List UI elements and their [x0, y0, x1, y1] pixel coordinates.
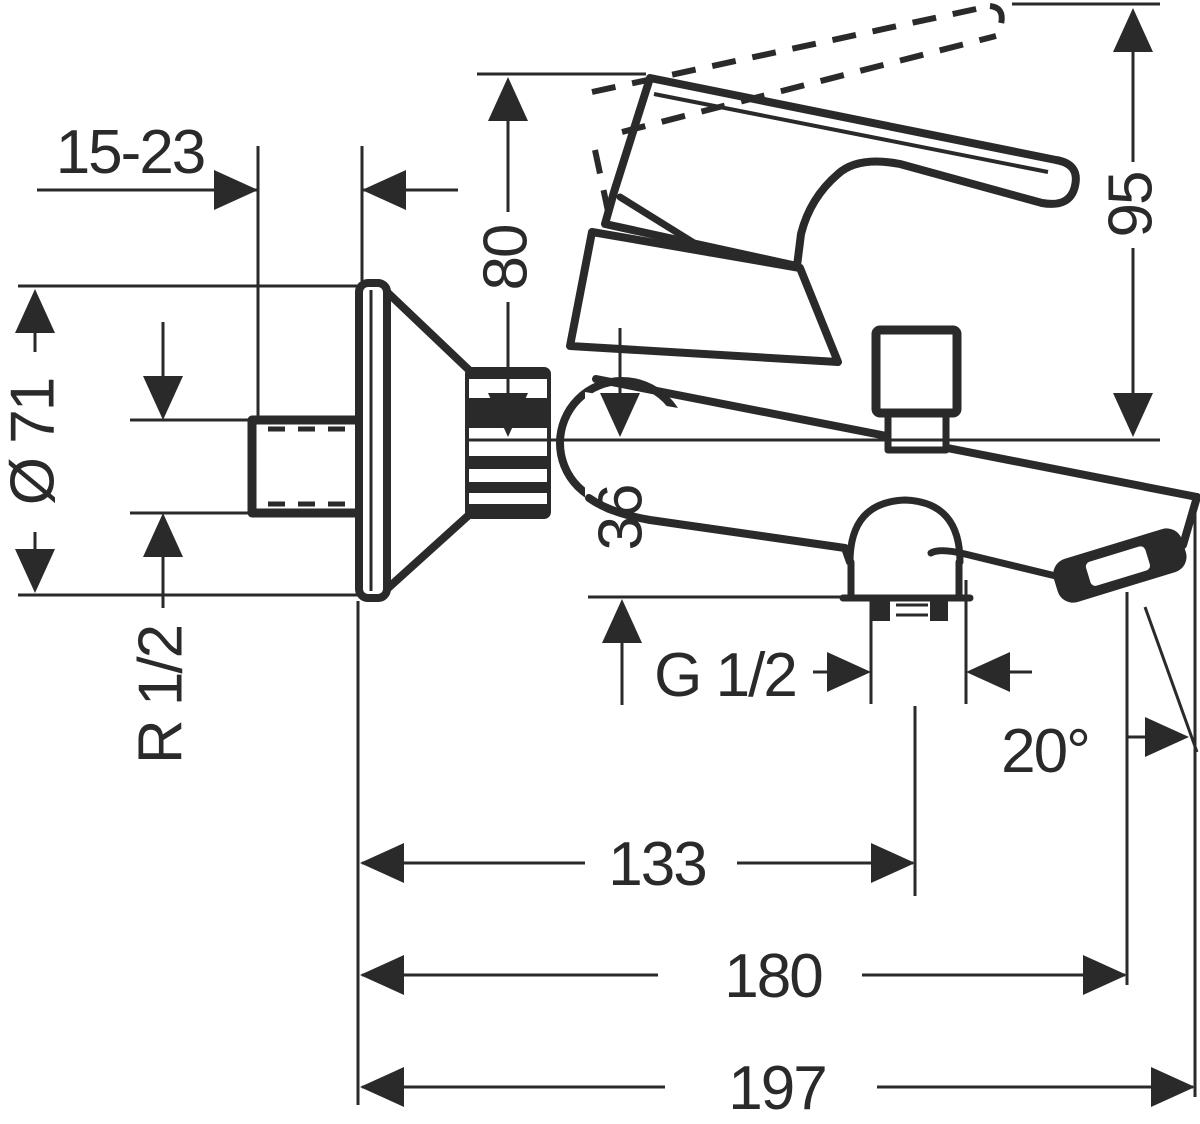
dim-line: [18, 284, 358, 597]
arrow-up: [488, 77, 528, 121]
diverter-knob-neck: [884, 409, 950, 454]
dim-label: 15-23: [56, 118, 205, 187]
dim-label: 133: [608, 830, 705, 899]
dim-outlet-thread: G 1/2: [654, 580, 1032, 710]
dim-inlet-thread: R 1/2: [127, 322, 252, 764]
faucet-outline: [247, 3, 1200, 621]
dim-handle-height: 80: [472, 72, 646, 437]
dim-lever-raised-height: 95: [1012, 2, 1166, 437]
aerator-slot: [1085, 546, 1150, 586]
diverter-knob: [871, 325, 962, 454]
handle-outline: [601, 74, 1080, 270]
arrow-left: [966, 652, 1010, 692]
cartridge-housing: [566, 228, 842, 366]
handle: [601, 74, 1080, 270]
dim-line: [588, 328, 845, 705]
union-nut-stripe-4: [469, 493, 547, 504]
dim-wall-distance: 15-23: [37, 118, 458, 418]
arrow-up: [602, 599, 642, 643]
arrow-right: [1151, 1067, 1195, 1107]
handle-front-crease: [616, 193, 714, 257]
arrow-down: [488, 393, 528, 437]
dim-label: 20°: [1001, 717, 1089, 786]
raised-lever-tip-dashed: [989, 3, 1005, 40]
arrow-right: [214, 170, 258, 210]
arrow-left: [360, 843, 404, 883]
spout-underside-right: [927, 547, 1064, 581]
dim-label: 80: [472, 225, 541, 290]
dim-wall-to-outlet: 133: [360, 830, 915, 899]
escutcheon-plate: [355, 279, 391, 602]
raised-lever-front-dashed: [592, 149, 615, 231]
arrow-right: [871, 843, 915, 883]
outlet-thread-block-right: [930, 599, 948, 621]
escutcheon-cone-bottom: [383, 510, 474, 593]
arrow-down: [15, 549, 55, 593]
dim-label: 197: [728, 1054, 825, 1123]
dim-wall-to-aerator: 180: [360, 942, 1127, 1011]
arrow-down: [1113, 393, 1153, 437]
wall-connection: [247, 279, 551, 602]
dim-label: Ø 71: [0, 379, 68, 505]
arrow-left: [362, 170, 406, 210]
inlet-pipe: [247, 415, 365, 518]
escutcheon-cone-top: [383, 288, 474, 375]
arrow-down: [143, 376, 183, 420]
arrow-left: [360, 1067, 404, 1107]
spout-underside-left: [585, 494, 854, 566]
spout-body-fill: [585, 392, 1197, 570]
arrow-right: [1145, 717, 1189, 757]
aerator: [1053, 528, 1187, 603]
raised-lever-top-dashed: [591, 3, 991, 95]
arrow-up: [143, 513, 183, 557]
arrow-right: [827, 652, 871, 692]
outlet-thread-block-left: [872, 599, 890, 621]
dim-label: G 1/2: [654, 641, 796, 710]
dim-center-to-rim: 36: [587, 328, 845, 705]
dim-label: 36: [587, 486, 656, 551]
arrow-down: [600, 393, 640, 437]
dim-line: [813, 580, 1032, 704]
raised-lever-bottom-dashed: [621, 33, 997, 135]
dim-spout-angle: 20°: [1001, 606, 1199, 786]
dim-line: [1012, 2, 1160, 393]
union-nut-stripe-3: [469, 469, 547, 482]
dim-label: R 1/2: [127, 626, 196, 764]
dim-wall-to-spout-tip: 197: [360, 1054, 1195, 1123]
arrow-up: [15, 289, 55, 333]
angle-reference-line: [1143, 606, 1199, 753]
dim-line: [37, 146, 458, 418]
dim-label: 180: [724, 942, 822, 1011]
handle-raised-dashed: [591, 3, 1005, 231]
shower-outlet: [839, 558, 974, 621]
dim-label: 95: [1097, 173, 1166, 238]
arrow-left: [360, 955, 404, 995]
arrow-up: [1113, 8, 1153, 52]
diverter-knob-cap: [871, 325, 962, 418]
diverter-dome: [846, 496, 964, 566]
dim-line: [130, 322, 252, 608]
outlet-thread-lines: [896, 603, 928, 617]
dim-line: [477, 72, 646, 393]
arrow-right: [1083, 955, 1127, 995]
dim-escutcheon-diameter: Ø 71: [0, 284, 358, 597]
